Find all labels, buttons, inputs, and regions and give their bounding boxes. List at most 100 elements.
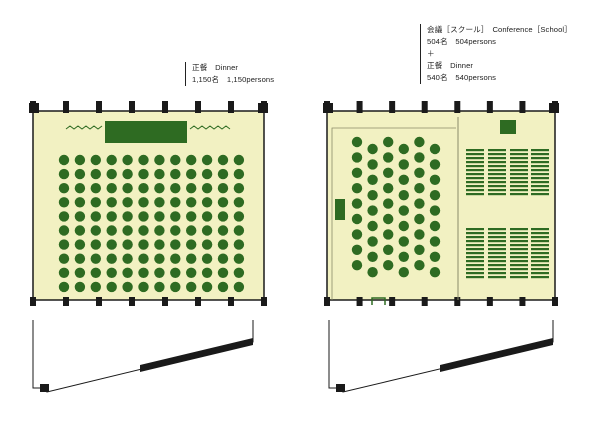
school-desk-row (510, 149, 528, 152)
school-desk-row (510, 228, 528, 231)
wall-column (486, 101, 493, 113)
round-table (398, 236, 409, 247)
round-table (58, 239, 70, 250)
round-table (414, 136, 425, 148)
school-desk-row (488, 272, 506, 275)
round-table (106, 267, 117, 278)
school-desk-row (531, 268, 549, 271)
school-desk-row (466, 256, 484, 259)
round-table (170, 225, 181, 236)
round-table (367, 159, 378, 170)
wall-column (162, 101, 168, 113)
school-desk-row (488, 173, 506, 176)
round-table (138, 168, 149, 180)
lower-floor-outline (328, 320, 554, 393)
round-table (201, 197, 213, 208)
round-table (106, 168, 117, 180)
school-desk-row (531, 169, 549, 172)
round-table (429, 236, 441, 247)
school-desk-row (466, 173, 484, 176)
round-table (351, 260, 363, 271)
round-table (138, 267, 149, 278)
round-table (138, 197, 149, 208)
school-desk-row (466, 276, 484, 279)
corner-block (258, 103, 268, 113)
school-desk-row (531, 264, 549, 267)
school-desk-row (531, 177, 549, 180)
school-desk-row (466, 264, 484, 267)
school-desk-row (466, 157, 484, 160)
school-desk-row (488, 161, 506, 164)
school-desk-row (488, 256, 506, 259)
round-table (217, 225, 229, 236)
school-desk-row (531, 248, 549, 251)
school-desk-row (466, 244, 484, 247)
school-desk-row (488, 264, 506, 267)
round-table (217, 154, 229, 166)
school-desk-row (510, 260, 528, 263)
floor-plan-conference (323, 101, 559, 393)
round-table (367, 143, 378, 155)
school-desk-row (488, 228, 506, 231)
round-tables (58, 154, 245, 293)
lectern-icon (500, 120, 516, 134)
school-desk-row (531, 149, 549, 152)
round-table (74, 154, 86, 166)
school-desk-row (510, 236, 528, 239)
partition-line (331, 127, 456, 300)
school-desk-row (510, 272, 528, 275)
decoration-left-icon (65, 125, 103, 130)
round-table (170, 253, 181, 264)
school-desk-row (531, 272, 549, 275)
school-desk-row (466, 193, 484, 196)
round-table (58, 267, 70, 278)
round-table (90, 281, 102, 293)
caption-dinner-capacity: 540名 540persons (427, 73, 497, 82)
round-table (217, 253, 229, 264)
school-desk-row (510, 268, 528, 271)
round-table (414, 183, 425, 194)
round-table (414, 229, 425, 240)
round-table (429, 251, 441, 262)
round-table (154, 281, 165, 293)
school-desk-row (488, 276, 506, 279)
school-desk-row (531, 260, 549, 263)
caption-dinner-title: 正餐 Dinner (427, 61, 474, 70)
round-table (58, 253, 70, 264)
round-table (138, 253, 149, 264)
round-table (233, 197, 245, 208)
round-table (429, 190, 441, 201)
wall-column (552, 297, 558, 306)
round-table (106, 154, 117, 166)
school-desk-row (510, 185, 528, 188)
school-desk-row (531, 173, 549, 176)
round-table (414, 213, 425, 225)
round-table (217, 211, 229, 222)
round-table (351, 229, 363, 240)
decoration-right-icon (189, 125, 231, 130)
round-tables (351, 136, 441, 278)
corner-block (29, 103, 39, 113)
school-desk-row (488, 181, 506, 184)
school-desk-row (531, 244, 549, 247)
round-table (170, 211, 181, 222)
caption-dinner-full: 正餐 Dinner 1,150名 1,150persons (185, 62, 274, 86)
school-desk-row (531, 189, 549, 192)
round-table (106, 225, 117, 236)
school-desk-row (466, 228, 484, 231)
school-desk-row (510, 161, 528, 164)
round-table (398, 251, 409, 262)
wall-column (356, 101, 363, 113)
round-table (122, 183, 133, 194)
round-table (429, 267, 441, 278)
round-table (122, 267, 133, 278)
round-table (122, 168, 133, 180)
school-desk-row (510, 157, 528, 160)
school-desk-row (510, 252, 528, 255)
school-desk-row (510, 240, 528, 243)
wall-column (389, 297, 396, 306)
round-table (186, 183, 197, 194)
school-desk-row (531, 161, 549, 164)
school-desk-row (466, 232, 484, 235)
side-stage-icon (335, 199, 345, 220)
